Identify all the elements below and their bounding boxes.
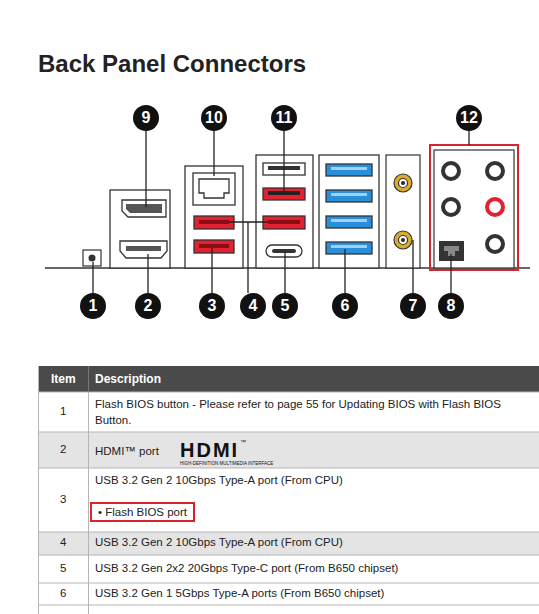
table-cell: Flash BIOS button - Please refer to page… <box>95 397 525 428</box>
hdmi-logo: ™ <box>240 438 246 446</box>
item-number: 3 <box>60 492 66 508</box>
item-number: 5 <box>60 561 66 577</box>
callout-text: 6 <box>341 297 350 315</box>
callout-number: 10 <box>201 105 227 131</box>
table-cell: HDMI™ port <box>95 444 159 460</box>
item-number: 1 <box>60 404 66 420</box>
table-cell: USB 3.2 Gen 1 5Gbps Type-A ports (From B… <box>95 586 384 602</box>
table-header <box>38 366 539 392</box>
item-number: 2 <box>60 442 66 458</box>
table-cell: USB 3.2 Gen 2 10Gbps Type-A port (From C… <box>95 535 343 551</box>
table-grid <box>38 366 539 614</box>
table-cell: USB 3.2 Gen 2 10Gbps Type-A port (From C… <box>95 473 343 489</box>
item-number: 4 <box>60 535 66 551</box>
callout-number: 4 <box>240 293 266 319</box>
highlight-box: • Flash BIOS port <box>90 502 195 522</box>
page-title: Back Panel Connectors <box>38 50 306 78</box>
callout-number: 8 <box>438 293 464 319</box>
callout-number: 7 <box>400 293 426 319</box>
note-text: • Flash BIOS port <box>98 506 187 518</box>
flash-bios-button <box>83 250 101 266</box>
callout-text: 10 <box>205 109 223 127</box>
audio-jacks <box>430 145 518 270</box>
blue-usb-stack <box>319 155 379 268</box>
callout-number: 6 <box>332 293 358 319</box>
callout-text: 3 <box>208 297 217 315</box>
callout-number: 3 <box>199 293 225 319</box>
callout-number: 9 <box>133 105 159 131</box>
callout-text: 4 <box>249 297 258 315</box>
callout-number: 2 <box>135 293 161 319</box>
callout-text: 1 <box>89 297 98 315</box>
callout-text: 8 <box>447 297 456 315</box>
callout-number: 1 <box>80 293 106 319</box>
callout-text: 5 <box>281 297 290 315</box>
table-row-shade <box>38 432 539 468</box>
hdmi-logo: HDMI <box>180 437 239 464</box>
table-cell: USB 3.2 Gen 2x2 20Gbps Type-C port (From… <box>95 561 398 577</box>
hdmi-logo-subtext: HIGH-DEFINITION MULTIMEDIA INTERFACE <box>180 461 273 467</box>
table-header: Description <box>95 371 161 387</box>
lan-usb-stack <box>185 166 243 268</box>
callout-text: 11 <box>276 109 293 127</box>
leader-lines <box>93 131 469 293</box>
callout-number: 12 <box>456 105 482 131</box>
callout-number: 11 <box>271 105 297 131</box>
table-header: Item <box>51 371 76 387</box>
callout-text: 9 <box>142 109 151 127</box>
callout-text: 7 <box>409 297 418 315</box>
antenna-connectors <box>386 155 420 268</box>
table-row-shade <box>38 532 539 555</box>
callout-number: 5 <box>272 293 298 319</box>
video-ports <box>110 190 170 268</box>
callout-text: 12 <box>460 109 478 127</box>
item-number: 6 <box>60 586 66 602</box>
callout-text: 2 <box>144 297 153 315</box>
